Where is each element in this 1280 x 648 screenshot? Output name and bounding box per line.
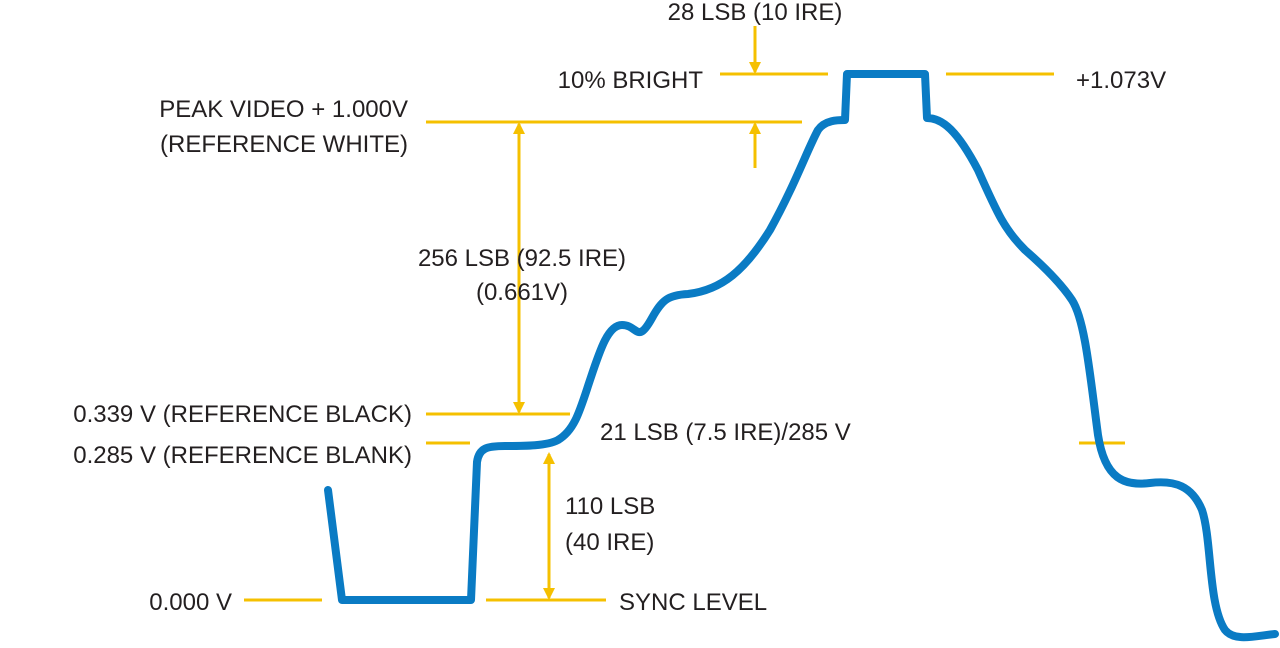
v1073-label: +1.073V xyxy=(1076,67,1166,94)
lsb256-label: 256 LSB (92.5 IRE) xyxy=(418,245,626,272)
lsb21-label: 21 LSB (7.5 IRE)/285 V xyxy=(600,419,851,446)
sync-level-label: SYNC LEVEL xyxy=(619,589,767,616)
lsb110-ire-label: (40 IRE) xyxy=(565,529,654,556)
lsb110-label: 110 LSB xyxy=(565,493,655,520)
reference-white-label: (REFERENCE WHITE) xyxy=(160,131,408,158)
video-waveform xyxy=(324,70,1279,642)
bright-label: 10% BRIGHT xyxy=(558,67,704,94)
peak-video-label: PEAK VIDEO + 1.000V xyxy=(159,96,408,123)
reference-blank-label: 0.285 V (REFERENCE BLANK) xyxy=(73,442,412,469)
reference-black-label: 0.339 V (REFERENCE BLACK) xyxy=(73,401,412,428)
lsb28-label: 28 LSB (10 IRE) xyxy=(668,0,843,26)
zero-volt-label: 0.000 V xyxy=(149,589,232,616)
lsb256-volts-label: (0.661V) xyxy=(476,279,568,306)
